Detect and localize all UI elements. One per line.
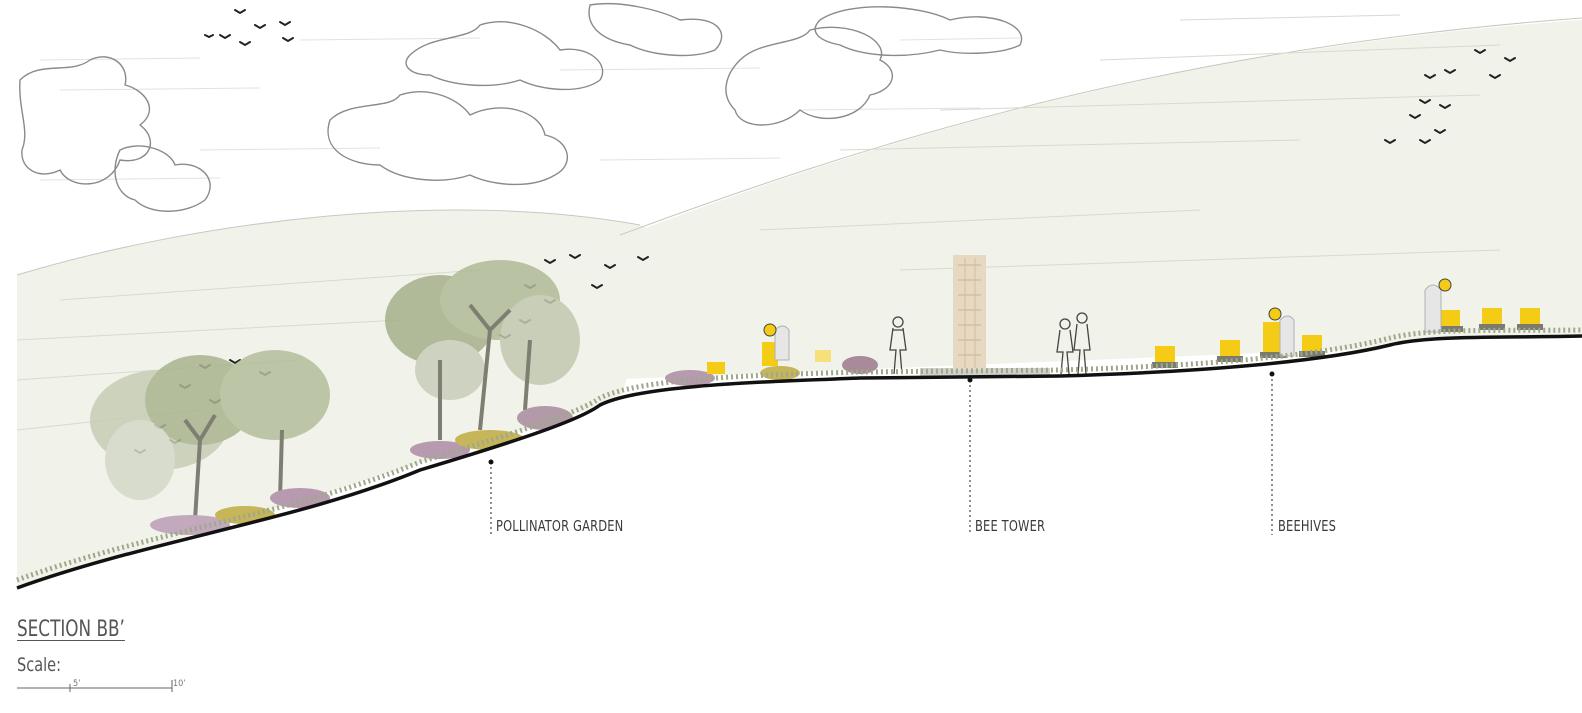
- people: [889, 312, 1091, 375]
- person-figure: [889, 316, 907, 375]
- scale-tick-5: 5’: [73, 679, 81, 689]
- hive-box: [1217, 340, 1243, 362]
- tower-plinth: [920, 368, 1050, 376]
- background-hill-far: [600, 20, 1582, 380]
- scale-tick-10: 10’: [173, 679, 186, 689]
- person-figure: [1056, 318, 1074, 375]
- beekeepers: [763, 278, 1452, 361]
- hive-box: [1517, 308, 1543, 330]
- person-figure: [1073, 312, 1091, 375]
- hive-box: [1260, 322, 1286, 358]
- hive-box: [1152, 346, 1178, 368]
- ground-line: [16, 334, 1582, 590]
- callout-beehives: BEEHIVES: [1278, 517, 1337, 535]
- callout-dots: [488, 371, 1275, 465]
- bee-tower: [953, 255, 986, 370]
- callout-pollinator-garden: POLLINATOR GARDEN: [496, 517, 624, 535]
- section-title: SECTION BB’: [17, 617, 125, 642]
- clouds: [19, 2, 1023, 212]
- hive-box: [762, 342, 778, 366]
- hive-box: [1479, 308, 1505, 330]
- hill-hatching: [16, 14, 1501, 431]
- hive-box: [707, 362, 725, 374]
- trees: [90, 260, 580, 521]
- scale-label: Scale:: [17, 654, 62, 676]
- hive-box: [815, 350, 831, 362]
- ground-grass: [16, 327, 1582, 583]
- ground-fill: [17, 336, 1582, 713]
- tree-cluster-left: [90, 350, 330, 521]
- tree-cluster-middle: [385, 260, 580, 440]
- callout-bee-tower: BEE TOWER: [975, 517, 1046, 535]
- callout-leaders: [490, 374, 1273, 535]
- scale-bar: [17, 680, 173, 692]
